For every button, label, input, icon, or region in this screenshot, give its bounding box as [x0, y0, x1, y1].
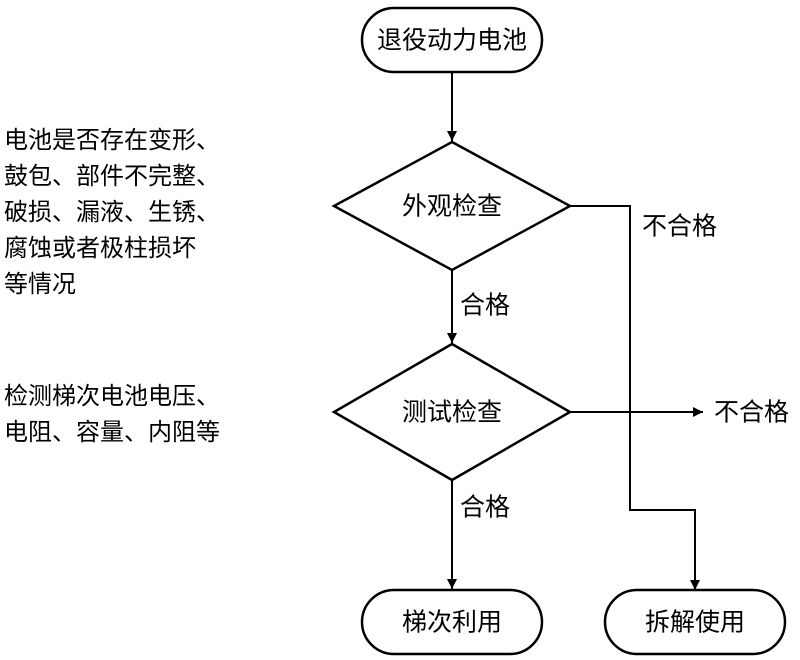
appearance-check-node: 外观检查: [331, 140, 573, 272]
fail-label-1: 不合格: [642, 212, 717, 241]
test-check-node: 测试检查: [331, 342, 573, 482]
cascade-use-node: 梯次利用: [360, 588, 544, 656]
disassembly-node: 拆解使用: [603, 588, 787, 656]
start-node: 退役动力电池: [360, 6, 544, 74]
cascade-use-label: 梯次利用: [402, 608, 502, 637]
disassembly-label: 拆解使用: [645, 608, 745, 637]
pass-label-1: 合格: [460, 291, 510, 320]
pass-label-2: 合格: [460, 493, 510, 522]
appearance-check-note: 电池是否存在变形、 鼓包、部件不完整、 破损、漏液、生锈、 腐蚀或者极柱损坏 等…: [4, 126, 220, 298]
start-node-label: 退役动力电池: [377, 26, 527, 55]
edge-appearance-to-disassembly: [570, 205, 700, 590]
appearance-check-label: 外观检查: [402, 192, 502, 221]
test-check-label: 测试检查: [402, 398, 502, 427]
fail-label-2: 不合格: [714, 398, 789, 427]
test-check-note: 检测梯次电池电压、 电阻、容量、内阻等: [4, 382, 220, 446]
